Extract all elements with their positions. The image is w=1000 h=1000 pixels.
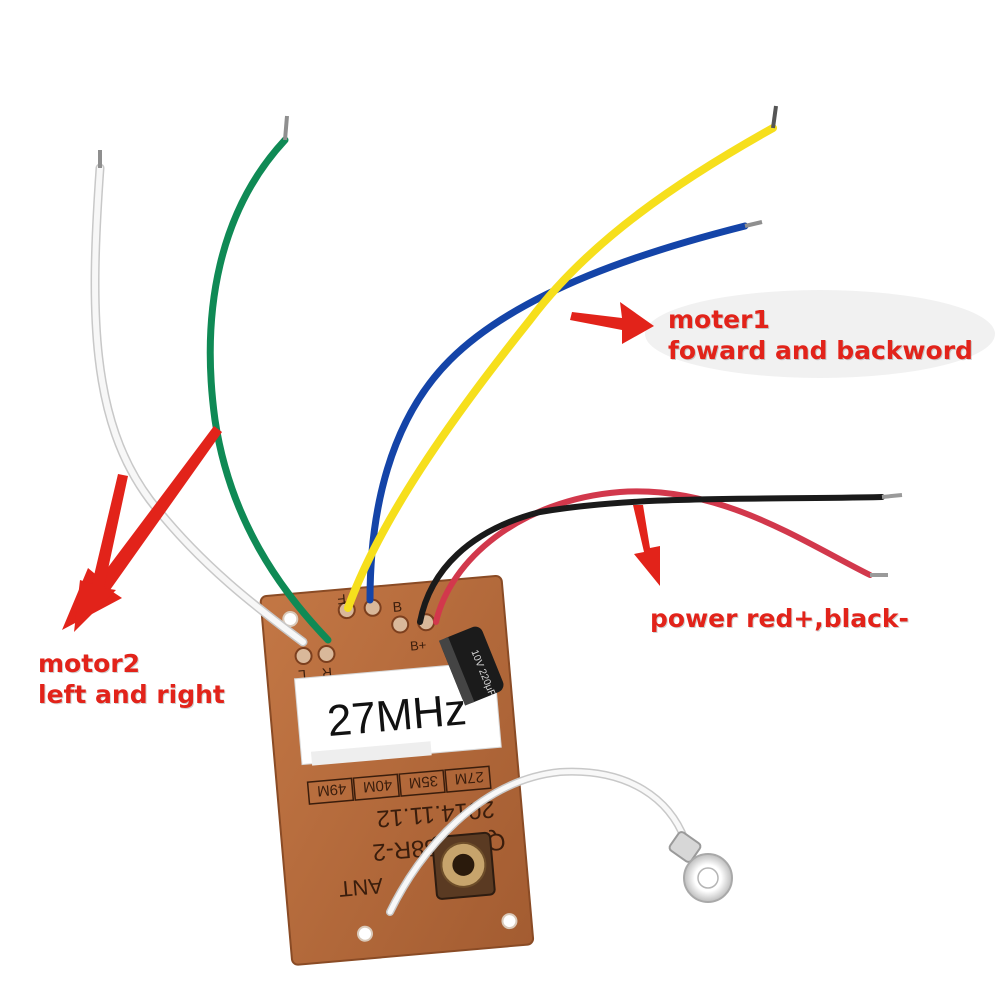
wire-red bbox=[433, 488, 873, 625]
pad-label-r: R bbox=[321, 665, 332, 682]
label-motor2-desc: left and right bbox=[38, 680, 225, 709]
arrow-power bbox=[633, 505, 660, 586]
label-motor1: moter1 foward and backword bbox=[668, 304, 973, 366]
arrow-motor2-white bbox=[74, 474, 128, 632]
board-prefix: ANT bbox=[338, 873, 384, 902]
label-motor2-title: motor2 bbox=[38, 649, 141, 678]
wire-tip bbox=[881, 493, 903, 499]
frequency-label: 27MHz bbox=[325, 685, 468, 746]
solder-pad bbox=[294, 647, 313, 666]
mount-hole bbox=[501, 913, 518, 930]
arrow-motor1 bbox=[570, 302, 654, 344]
channel-row: 27M 35M 40M 49M bbox=[306, 765, 492, 805]
pad-label-bplus: B+ bbox=[409, 637, 427, 653]
wire-tip bbox=[283, 115, 289, 141]
label-motor1-desc: foward and backword bbox=[668, 336, 973, 365]
wire-black bbox=[417, 494, 885, 625]
pad-label-b: B bbox=[392, 598, 403, 615]
capacitor: 10V 220μF bbox=[438, 626, 504, 706]
mount-hole bbox=[357, 925, 374, 942]
solder-pad bbox=[391, 615, 410, 634]
mount-hole bbox=[282, 611, 299, 628]
label-motor1-title: moter1 bbox=[668, 305, 770, 334]
ring-terminal-crimp bbox=[668, 831, 702, 863]
solder-pad bbox=[317, 645, 336, 664]
wire-tip bbox=[771, 105, 778, 129]
pad-label-l: L bbox=[298, 667, 307, 684]
channel-1: 35M bbox=[408, 772, 439, 791]
pad-label-f: F bbox=[337, 591, 347, 608]
label-power-text: power red+,black- bbox=[650, 604, 909, 633]
channel-3: 49M bbox=[316, 780, 347, 799]
label-power: power red+,black- bbox=[650, 603, 909, 634]
wire-tip bbox=[744, 220, 763, 228]
channel-2: 40M bbox=[362, 776, 393, 795]
wire-green bbox=[206, 136, 332, 644]
wire-blue bbox=[366, 222, 749, 604]
wire-yellow bbox=[344, 124, 777, 612]
crystal-sticker-shadow bbox=[310, 741, 432, 766]
label-motor2: motor2 left and right bbox=[38, 648, 225, 710]
channel-0: 27M bbox=[454, 768, 485, 787]
label-halo bbox=[645, 290, 995, 378]
